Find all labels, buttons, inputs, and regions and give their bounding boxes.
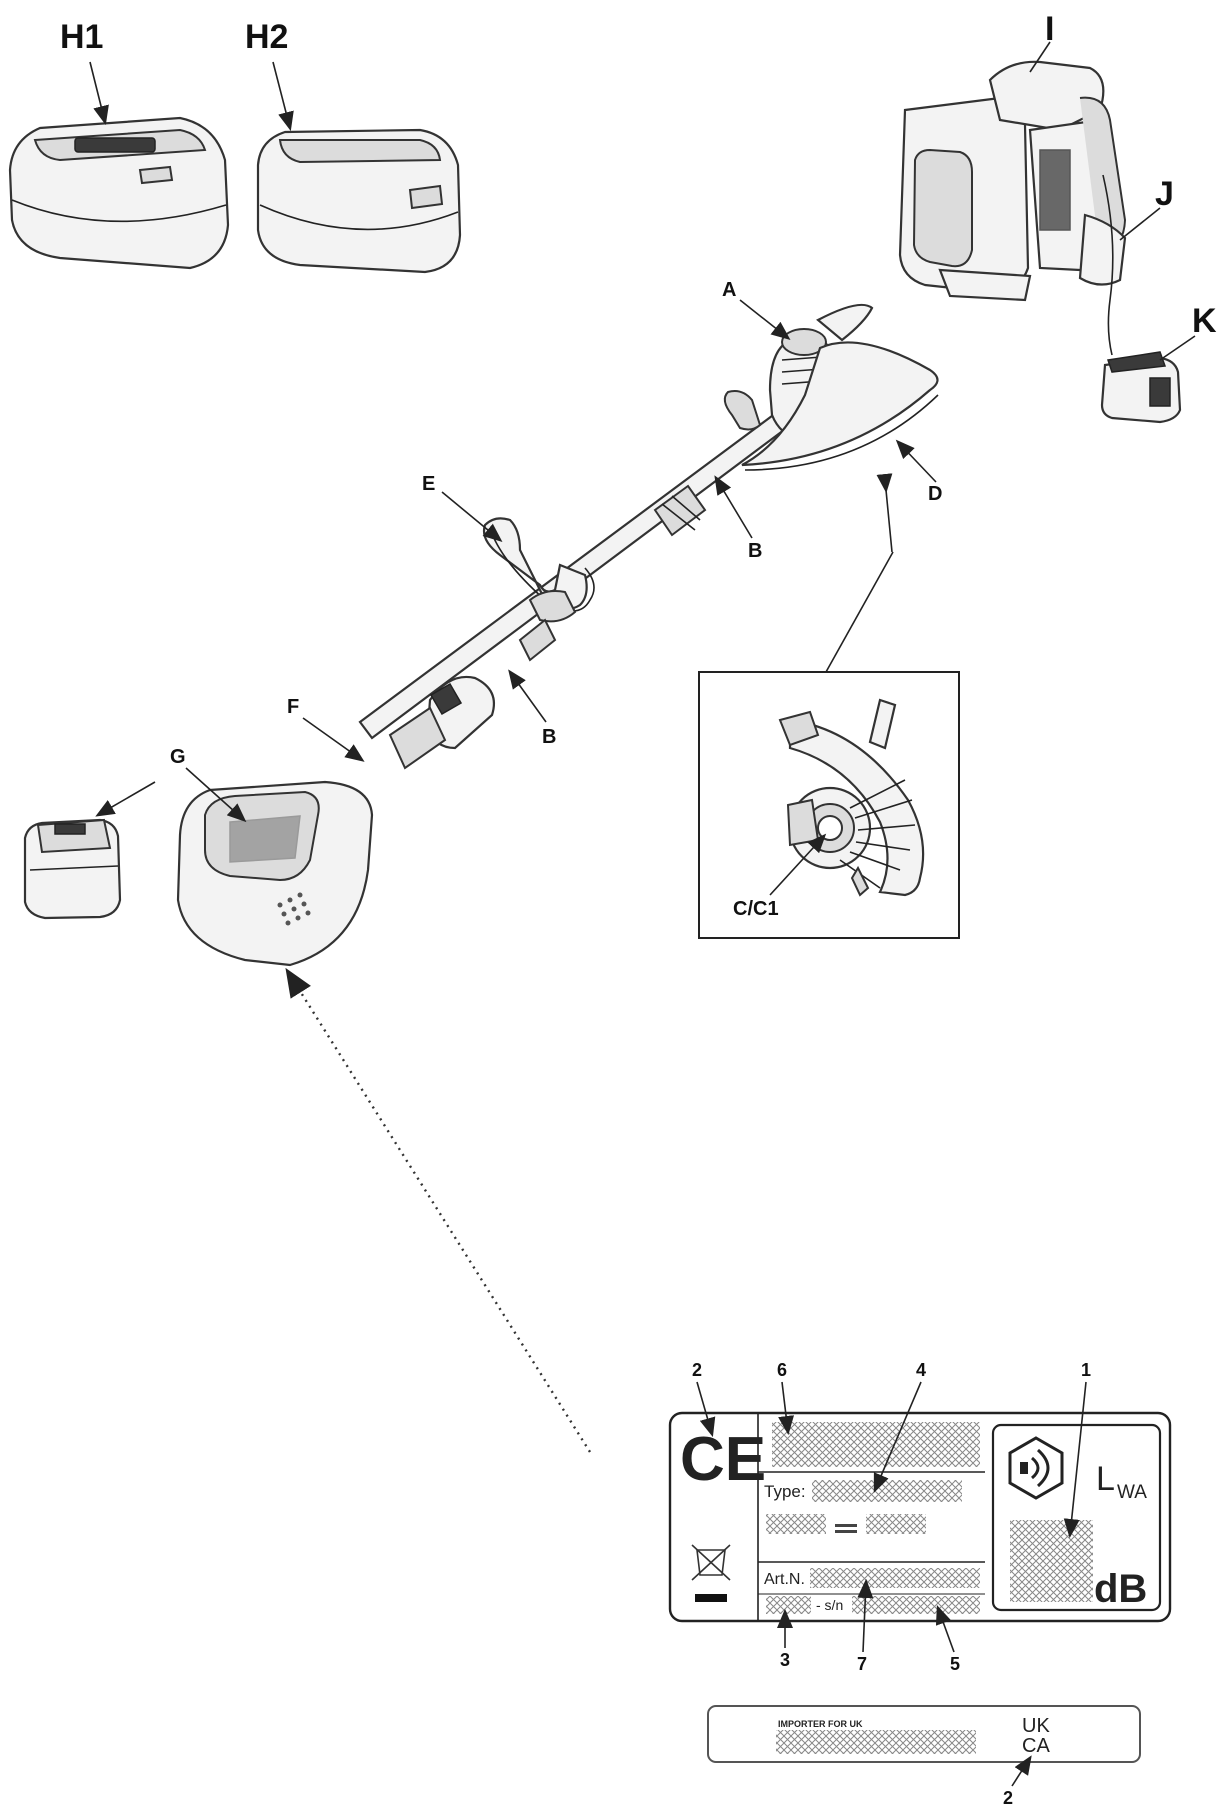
rating-plate <box>668 1411 1172 1623</box>
label-i: I <box>1045 10 1054 48</box>
dotted-link-rating-plate <box>285 967 592 1453</box>
leader-c-c1 <box>769 833 827 896</box>
leader-a <box>739 299 791 340</box>
front-handle-e <box>482 517 595 623</box>
callout-2-top: 2 <box>692 1360 702 1380</box>
leader-callout-5 <box>935 1604 955 1653</box>
label-b-upper: B <box>748 540 762 562</box>
leader-callout-6 <box>778 1381 795 1436</box>
leader-d <box>895 439 937 483</box>
grass-guard-d <box>741 341 939 471</box>
callout-4: 4 <box>916 1360 926 1380</box>
lwa-subscript: WA <box>1117 1482 1147 1503</box>
label-e: E <box>422 473 435 495</box>
leader-callout-4 <box>873 1381 922 1493</box>
leader-h1 <box>89 61 109 126</box>
charger-h2 <box>256 128 462 274</box>
leader-h2 <box>272 61 294 132</box>
label-h1: H1 <box>60 18 103 56</box>
art-label: Art.N. <box>764 1571 805 1588</box>
cable-j <box>1102 174 1114 356</box>
leader-i <box>1029 41 1051 73</box>
leader-k <box>1159 335 1196 361</box>
label-h2: H2 <box>245 18 288 56</box>
leader-b-lower <box>508 669 547 723</box>
ukca-mark-top: UK <box>1022 1715 1050 1737</box>
leader-g <box>185 767 247 823</box>
lwa-label: L <box>1096 1460 1115 1498</box>
callout-2-bottom: 2 <box>1003 1788 1013 1808</box>
battery-housing-g <box>176 780 374 967</box>
callout-5: 5 <box>950 1654 960 1674</box>
leader-g-battery <box>95 781 156 817</box>
battery-pack <box>23 818 122 920</box>
callout-6: 6 <box>777 1360 787 1380</box>
leader-b-upper <box>714 475 753 539</box>
label-a: A <box>722 279 736 301</box>
uk-importer-plate <box>707 1705 1141 1763</box>
label-c-c1: C/C1 <box>733 898 779 920</box>
charger-h1 <box>8 116 230 270</box>
leader-j <box>1119 207 1161 241</box>
leader-callout-1 <box>1063 1381 1087 1539</box>
callout-1: 1 <box>1081 1360 1091 1380</box>
detail-arrow <box>876 473 893 553</box>
db-label: dB <box>1094 1567 1147 1611</box>
leader-e <box>441 491 503 543</box>
shaft-coupling <box>653 484 707 537</box>
importer-text: IMPORTER FOR UK <box>778 1719 863 1729</box>
ukca-mark-bottom: CA <box>1022 1735 1050 1757</box>
leader-callout-2-top <box>696 1381 716 1438</box>
label-g: G <box>170 746 186 768</box>
backpack-battery-i <box>898 60 1127 302</box>
rear-grip-housing <box>723 390 762 431</box>
label-k: K <box>1192 302 1217 340</box>
trigger-handle-f <box>388 618 557 770</box>
label-f: F <box>287 696 299 718</box>
adapter-k <box>1100 351 1182 424</box>
label-d: D <box>928 483 942 505</box>
vent-grille <box>277 892 311 926</box>
leader-callout-7 <box>857 1578 874 1653</box>
detail-leader <box>825 551 894 673</box>
type-label: Type: <box>764 1482 806 1501</box>
label-b-lower: B <box>542 726 556 748</box>
leader-callout-2-bottom <box>1011 1755 1032 1787</box>
callout-7: 7 <box>857 1654 867 1674</box>
wheelie-bin-crossed-icon <box>691 1544 731 1602</box>
label-j: J <box>1155 175 1174 213</box>
sn-label: - s/n <box>816 1597 843 1613</box>
leader-f <box>302 717 365 762</box>
callout-3: 3 <box>780 1650 790 1670</box>
sound-power-icon <box>1008 1436 1064 1500</box>
ce-mark-icon: CE <box>680 1425 766 1494</box>
